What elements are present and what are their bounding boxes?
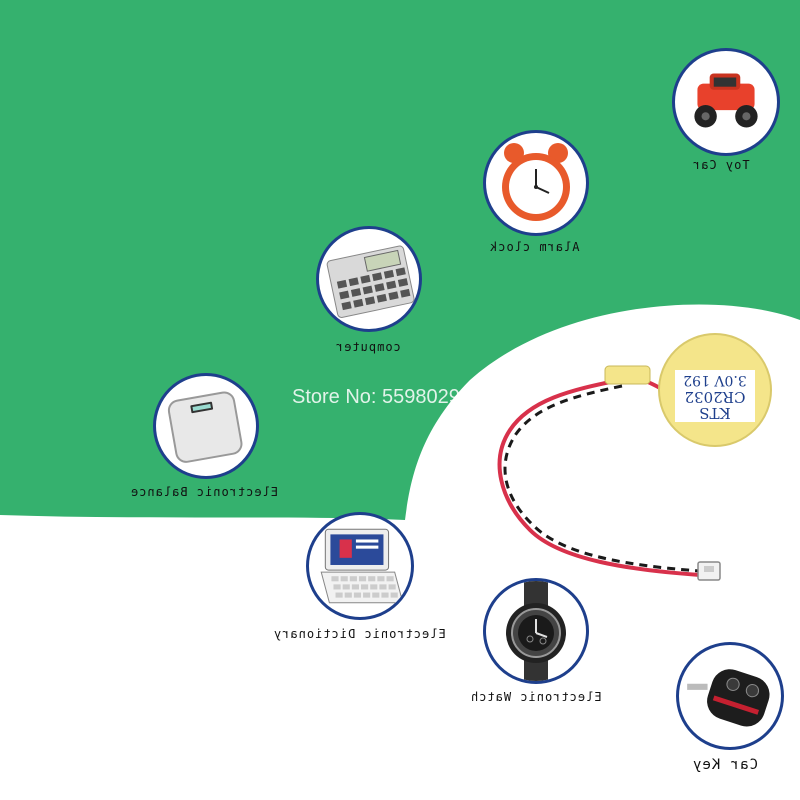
scale-icon	[167, 391, 243, 463]
alarm-clock-icon	[502, 143, 570, 221]
car-key-circle	[676, 642, 784, 750]
toy-car-caption: Toy Car	[692, 158, 750, 172]
battery-product: KTS CR2032 3.0V 192	[497, 333, 772, 581]
battery-label-line1: KTS	[699, 404, 731, 422]
electronic-watch-caption: Electronic Watch	[470, 690, 602, 704]
dictionary-icon	[320, 528, 404, 604]
electronic-balance-circle	[153, 373, 259, 479]
store-watermark: Store No: 5598029	[292, 386, 460, 408]
watch-icon	[506, 581, 566, 681]
electronic-dictionary-caption: Electronic Dictionary	[273, 627, 446, 641]
alarm-clock-caption: Alarm clock	[489, 240, 580, 254]
connector	[697, 561, 721, 581]
electronic-balance-caption: Electronic Balance	[130, 485, 279, 499]
alarm-clock-circle	[483, 130, 589, 236]
toy-car-icon	[694, 73, 758, 128]
toy-car-circle	[672, 48, 780, 156]
coin-battery: KTS CR2032 3.0V 192	[658, 333, 772, 447]
car-key-caption: Car Key	[692, 757, 759, 773]
electronic-dictionary-circle	[306, 512, 414, 620]
car-key-icon	[687, 669, 770, 727]
calculator-icon	[326, 245, 415, 318]
computer-caption: computer	[335, 340, 401, 354]
battery-label-line2: CR2032	[685, 388, 746, 406]
battery-label-line3: 3.0V 192	[683, 372, 747, 388]
electronic-watch-circle	[483, 578, 589, 684]
computer-circle	[316, 226, 422, 332]
